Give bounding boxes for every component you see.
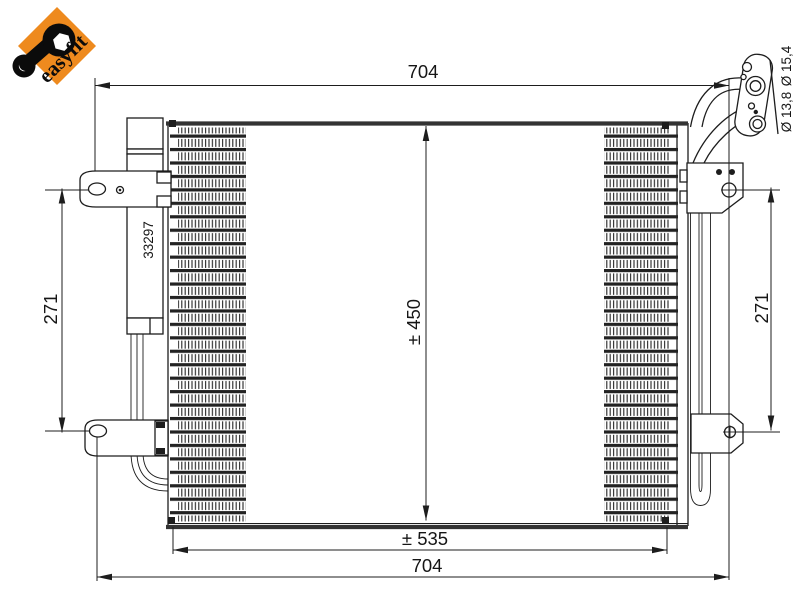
wrench-icon xyxy=(12,23,76,78)
datum-dot-top-left xyxy=(169,120,176,127)
port-diameter-small-label: Ø 13,8 xyxy=(779,92,794,133)
bracket-tl-slot-hole xyxy=(87,182,107,196)
datum-dot-bottom-left xyxy=(168,517,175,524)
arrow-271r-bottom xyxy=(767,415,775,431)
right-tube-ends xyxy=(670,127,678,522)
receiver-drier-number-label: 33297 xyxy=(141,221,156,259)
arrow-bottom-right xyxy=(714,573,729,581)
arrow-271l-top xyxy=(58,188,66,204)
arrow-top-right xyxy=(714,82,729,89)
dim-core-width-label: ± 535 xyxy=(402,528,448,549)
connector-hole-2 xyxy=(740,73,747,81)
connector-hole-4 xyxy=(753,109,758,115)
wrench-hex-hole xyxy=(53,33,71,51)
manifold-tab-upper xyxy=(679,169,688,183)
bracket-bl-clip-mark-bottom xyxy=(156,448,165,454)
manifold-rivet-2 xyxy=(729,169,735,175)
datum-dot-bottom-right xyxy=(662,517,669,524)
arrow-450-bottom xyxy=(422,505,430,521)
pipe-u-bend-outer xyxy=(690,470,711,506)
bracket-top-left xyxy=(79,170,172,208)
arrow-450-top xyxy=(422,126,430,141)
datum-dot-top-right xyxy=(662,122,669,129)
dimension-labels: 704 704 ± 535 ± 450 271 271 33297 Ø 13,8… xyxy=(40,45,794,576)
dim-core-height-label: ± 450 xyxy=(403,299,424,345)
drier-top-cap xyxy=(126,117,164,150)
bracket-tl-tab-lower xyxy=(156,195,172,208)
dim-bottom-width-label: 704 xyxy=(412,555,443,576)
bracket-tl-pin-center xyxy=(118,188,122,192)
port-large-inner xyxy=(749,80,762,92)
arrow-535-left xyxy=(173,546,188,554)
bracket-tl-tab-upper xyxy=(156,171,172,184)
drier-bottom-fitting xyxy=(126,317,164,335)
arrow-top-left xyxy=(95,82,110,89)
dim-right-spacing-label: 271 xyxy=(751,293,772,324)
arrow-535-right xyxy=(652,546,667,554)
mounting-brackets xyxy=(79,170,744,457)
connector-hole-3 xyxy=(747,102,756,110)
manifold-rivet-1 xyxy=(716,169,722,175)
drier-pipe-inner xyxy=(142,334,169,480)
manifold-tab-lower xyxy=(679,190,688,204)
left-fin-band xyxy=(178,127,246,522)
easyfit-logo: easyfit xyxy=(12,7,96,88)
connector-pipe-1a xyxy=(689,77,744,128)
pipe-u-bend-inner xyxy=(698,470,703,492)
port-small-inner xyxy=(752,118,763,130)
arrow-271r-top xyxy=(767,187,775,203)
condenser-core xyxy=(166,120,689,530)
bracket-bl-slot-hole xyxy=(88,424,108,438)
drier-pipe-middle xyxy=(136,334,169,486)
bracket-bl-clip xyxy=(154,420,169,456)
port-diameter-large-label: Ø 15,4 xyxy=(779,45,794,86)
dimension-lines xyxy=(45,78,780,581)
drier-flange xyxy=(126,148,164,155)
bracket-bl-clip-mark-top xyxy=(156,422,165,428)
bracket-bottom-right xyxy=(690,413,744,454)
dim-left-spacing-label: 271 xyxy=(40,294,61,325)
dim-top-width-label: 704 xyxy=(408,61,439,82)
arrow-271l-bottom xyxy=(58,417,66,433)
connector-hole-1 xyxy=(741,61,753,73)
left-tube-ends xyxy=(170,127,178,522)
connector-plate-side-edge xyxy=(769,59,779,135)
arrow-bottom-left xyxy=(97,573,112,581)
right-fin-band xyxy=(604,127,670,522)
